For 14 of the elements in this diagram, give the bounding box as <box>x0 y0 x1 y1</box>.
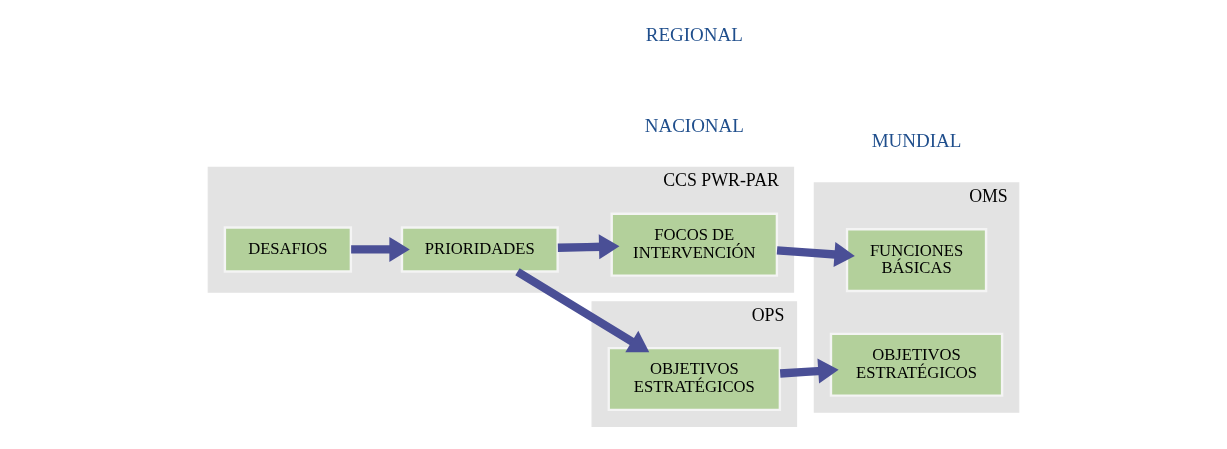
node-box: OBJETIVOS ESTRATÉGICOS <box>829 332 1004 397</box>
label: NACIONAL <box>644 114 744 136</box>
arrow <box>776 241 855 267</box>
arrow <box>515 268 650 353</box>
arrow <box>557 234 620 260</box>
node-box: FOCOS DE INTERVENCIÓN <box>610 212 779 277</box>
node-box: FUNCIONES BÁSICAS <box>845 228 988 293</box>
node-box: OBJETIVOS ESTRATÉGICOS <box>607 346 782 412</box>
arrow <box>779 358 839 384</box>
label: REGIONAL <box>645 24 743 46</box>
node-box: PRIORIDADES <box>400 226 559 273</box>
node-box: DESAFIOS <box>223 226 353 273</box>
label: MUNDIAL <box>871 130 962 152</box>
arrow <box>351 236 410 262</box>
